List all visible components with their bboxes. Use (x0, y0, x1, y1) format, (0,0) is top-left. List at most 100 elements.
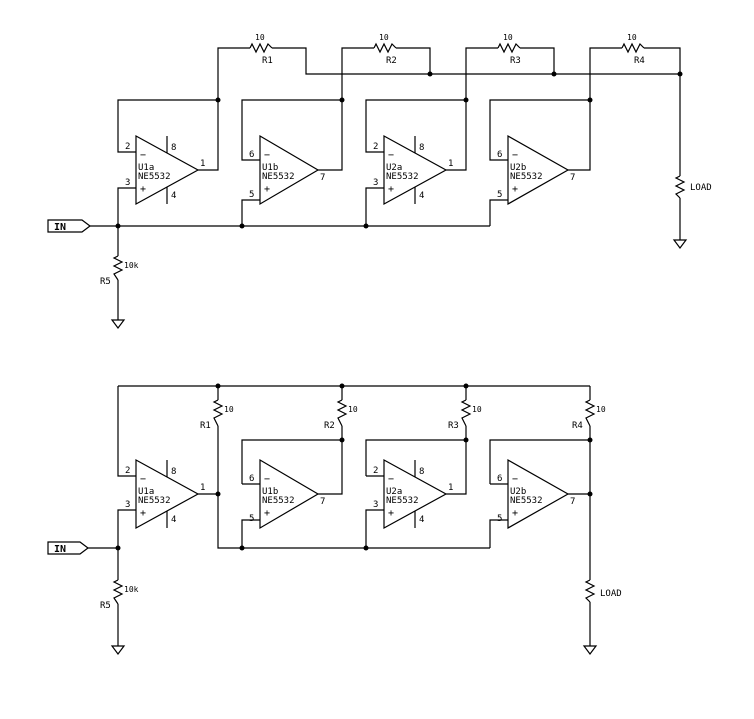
svg-text:+: + (388, 184, 394, 195)
resistor-value: 10 (379, 33, 389, 42)
resistor-r3: 10 R3 (497, 33, 521, 66)
opamp-u2a: −+ 2 3 1 8 4 U2a NE5532 (373, 134, 453, 206)
opamp-unit: U2b (510, 163, 526, 173)
resistor-value: 10 (472, 405, 482, 414)
pin-vn: 4 (171, 191, 176, 201)
resistor-ref: R2 (324, 421, 335, 431)
pin-vn: 4 (419, 191, 424, 201)
load-resistor: LOAD (674, 175, 712, 199)
svg-text:−: − (388, 474, 394, 485)
resistor-ref: R4 (572, 421, 583, 431)
ground-icon (672, 239, 688, 249)
resistor-value: 10 (503, 33, 513, 42)
load-label: LOAD (600, 589, 622, 599)
svg-text:+: + (140, 184, 146, 195)
opamp-unit: U2a (386, 487, 402, 497)
pin-noninv: 3 (125, 500, 130, 510)
pin-out: 1 (448, 483, 453, 493)
wires-bottom (88, 385, 591, 646)
pin-vp: 8 (171, 143, 176, 153)
opamp-unit: U1a (138, 487, 154, 497)
pin-noninv: 5 (249, 514, 254, 524)
input-port: IN (47, 219, 91, 233)
schematic-top: IN −+ 2 3 1 8 4 U1a NE5532 −+ 6 5 7 U1b … (47, 33, 712, 329)
opamp-part: NE5532 (386, 496, 419, 506)
opamp-u1a: −+ 2 3 1 8 4 U1a NE5532 (125, 458, 205, 530)
opamp-u1b: −+ 6 5 7 U1b NE5532 (249, 134, 325, 206)
resistor-r1: 10 R1 (249, 33, 273, 66)
svg-text:−: − (140, 474, 146, 485)
junctions-bottom (115, 383, 593, 551)
opamp-part: NE5532 (262, 496, 295, 506)
resistor-ref: R5 (100, 277, 111, 287)
opamp-unit: U2a (386, 163, 402, 173)
load-label: LOAD (690, 183, 712, 193)
pin-vn: 4 (171, 515, 176, 525)
pin-inv: 6 (497, 150, 502, 160)
load-resistor: LOAD (584, 579, 622, 603)
ground-icon (110, 645, 126, 655)
input-port-label: IN (54, 222, 66, 233)
svg-text:+: + (264, 508, 270, 519)
resistor-r5: 10k R5 (100, 255, 139, 287)
opamp-part: NE5532 (510, 172, 543, 182)
pin-inv: 2 (125, 466, 130, 476)
opamp-u2b: −+ 6 5 7 U2b NE5532 (497, 458, 575, 530)
resistor-r3: 10 R3 (448, 399, 482, 431)
svg-text:−: − (140, 150, 146, 161)
ground-icon (110, 319, 126, 329)
resistor-ref: R3 (448, 421, 459, 431)
opamp-u1a: −+ 2 3 1 8 4 U1a NE5532 (125, 134, 205, 206)
resistor-r4: 10 R4 (572, 399, 606, 431)
opamp-part: NE5532 (386, 172, 419, 182)
opamp-part: NE5532 (138, 172, 171, 182)
resistor-value: 10 (596, 405, 606, 414)
pin-noninv: 3 (125, 178, 130, 188)
pin-inv: 6 (249, 150, 254, 160)
svg-text:+: + (388, 508, 394, 519)
opamp-unit: U1b (262, 487, 278, 497)
svg-text:−: − (264, 150, 270, 161)
opamp-part: NE5532 (262, 172, 295, 182)
pin-noninv: 5 (249, 190, 254, 200)
resistor-r4: 10 R4 (621, 33, 645, 66)
pin-vp: 8 (419, 467, 424, 477)
pin-noninv: 3 (373, 500, 378, 510)
svg-text:−: − (512, 150, 518, 161)
svg-text:+: + (512, 184, 518, 195)
pin-out: 1 (200, 483, 205, 493)
opamp-part: NE5532 (138, 496, 171, 506)
pin-vp: 8 (419, 143, 424, 153)
schematic-bottom: IN − + 2 3 1 8 4 U1a NE5532 − + 6 5 7 U1b … (47, 383, 622, 655)
resistor-value: 10k (124, 585, 139, 594)
opamp-part: NE5532 (510, 496, 543, 506)
resistor-r2: 10 R2 (373, 33, 397, 66)
svg-text:−: − (512, 474, 518, 485)
resistor-ref: R1 (262, 56, 273, 66)
resistor-ref: R5 (100, 601, 111, 611)
pin-vp: 8 (171, 467, 176, 477)
ground-icon (582, 645, 598, 655)
opamp-u1b: − + 6 5 7 U1b NE5532 (249, 458, 325, 530)
opamp-unit: U2b (510, 487, 526, 497)
pin-noninv: 3 (373, 178, 378, 188)
input-port-label: IN (54, 544, 66, 555)
pin-out: 1 (448, 159, 453, 169)
resistor-r1: 10 R1 (200, 399, 234, 431)
pin-noninv: 5 (497, 190, 502, 200)
input-port: IN (47, 541, 89, 555)
resistor-value: 10 (255, 33, 265, 42)
resistor-value: 10 (224, 405, 234, 414)
pin-out: 7 (570, 497, 575, 507)
pin-inv: 2 (125, 142, 130, 152)
svg-text:+: + (264, 184, 270, 195)
pin-vn: 4 (419, 515, 424, 525)
resistor-r5: 10k R5 (100, 579, 139, 611)
pin-inv: 6 (249, 474, 254, 484)
svg-text:−: − (264, 474, 270, 485)
opamp-unit: U1b (262, 163, 278, 173)
resistor-ref: R1 (200, 421, 211, 431)
pin-out: 7 (320, 497, 325, 507)
wires-top (90, 47, 681, 320)
svg-text:−: − (388, 150, 394, 161)
